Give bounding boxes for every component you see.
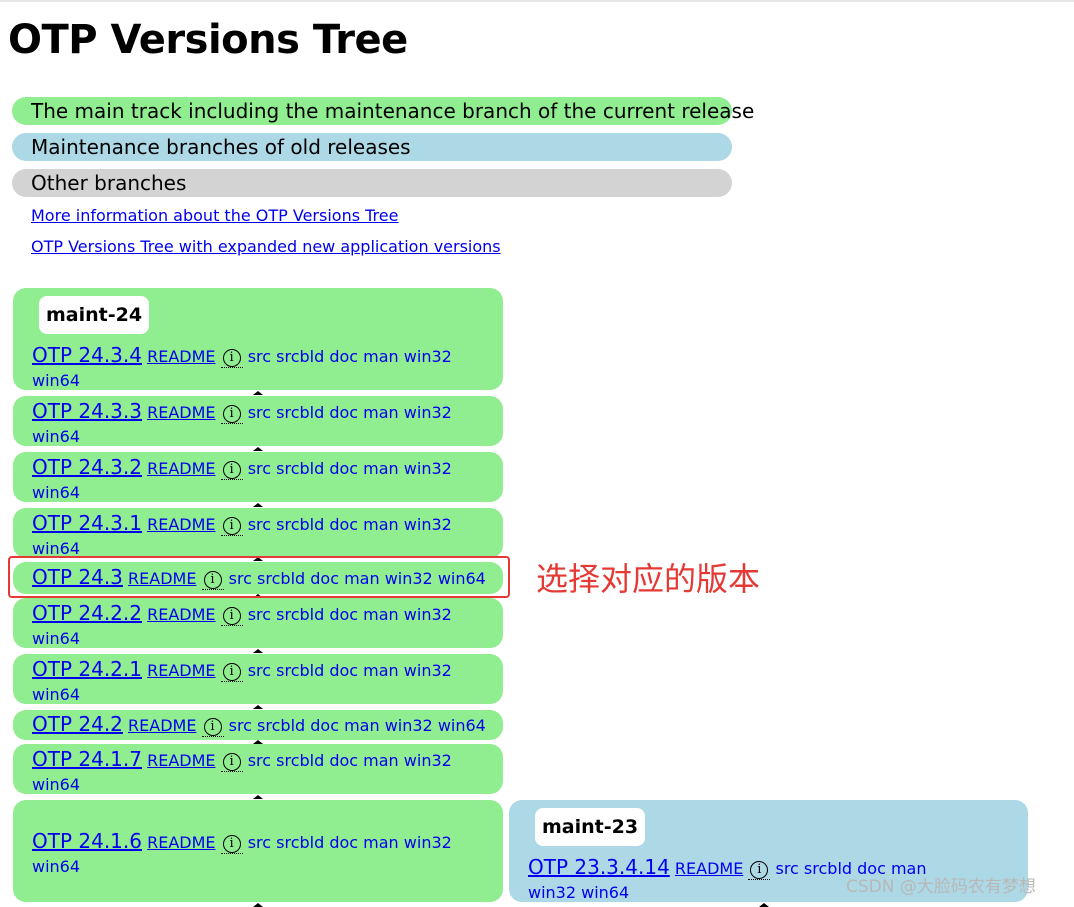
highlight-box [8,556,510,598]
expanded-tree-link[interactable]: OTP Versions Tree with expanded new appl… [31,237,501,256]
version-link[interactable]: OTP 24.1.7 [32,747,142,771]
tree-arrow [253,503,263,507]
release-entry: OTP 23.3.4.14 README i src srcbld doc ma… [528,855,978,905]
info-icon[interactable]: i [220,606,243,626]
tree-arrow [253,795,263,799]
download-links[interactable]: src srcbld doc man win32 win64 [32,605,452,648]
release-entry: OTP 24.3.3 README i src srcbld doc man w… [32,399,453,449]
release-entry: OTP 24.1.7 README i src srcbld doc man w… [32,747,453,797]
readme-link[interactable]: README [147,347,216,366]
release-entry: OTP 24.3.2 README i src srcbld doc man w… [32,455,453,505]
release-entry: OTP 24.2.2 README i src srcbld doc man w… [32,601,453,651]
readme-link[interactable]: README [147,661,216,680]
release-node: maint-24 OTP 24.3.4 README i src srcbld … [13,288,503,390]
version-link[interactable]: OTP 24.3.3 [32,399,142,423]
annotation-text: 选择对应的版本 [536,560,761,598]
version-link[interactable]: OTP 23.3.4.14 [528,855,670,879]
watermark: CSDN @大脸码农有梦想 [846,877,1036,897]
info-icon[interactable]: i [220,834,243,854]
branch-label: maint-24 [39,296,150,334]
version-link[interactable]: OTP 24.2.1 [32,657,142,681]
tree-arrow [253,705,263,709]
download-links[interactable]: src srcbld doc man win32 win64 [32,459,452,502]
version-link[interactable]: OTP 24.2.2 [32,601,142,625]
release-node: OTP 24.3.2 README i src srcbld doc man w… [13,452,503,502]
readme-link[interactable]: README [147,833,216,852]
download-links[interactable]: src srcbld doc man win32 win64 [228,569,486,588]
readme-link[interactable]: README [674,859,744,878]
readme-link[interactable]: README [147,751,216,770]
tree-arrow [759,903,769,907]
tree-arrow [253,649,263,653]
readme-link[interactable]: README [128,716,197,735]
release-entry: OTP 24.1.6 README i src srcbld doc man w… [32,829,453,879]
release-node: maint-23 OTP 23.3.4.14 README i src srcb… [509,800,1028,902]
version-link[interactable]: OTP 24.3.4 [32,343,142,367]
release-node: OTP 24.3.1 README i src srcbld doc man w… [13,508,503,558]
readme-link[interactable]: README [147,605,216,624]
legend-maintenance-old: Maintenance branches of old releases [12,133,732,161]
branch-label: maint-23 [535,808,646,846]
readme-link[interactable]: README [128,569,197,588]
download-links[interactable]: src srcbld doc man win32 win64 [32,347,452,390]
info-icon[interactable]: i [201,717,224,737]
download-links[interactable]: src srcbld doc man win32 win64 [32,833,452,876]
info-icon[interactable]: i [220,752,243,772]
info-icon[interactable]: i [748,860,771,880]
version-link[interactable]: OTP 24.3.2 [32,455,142,479]
info-icon[interactable]: i [220,404,243,424]
info-icon[interactable]: i [220,662,243,682]
readme-link[interactable]: README [147,459,216,478]
release-node: OTP 24.3 README i src srcbld doc man win… [13,562,503,594]
top-border [0,0,1074,2]
download-links[interactable]: src srcbld doc man win32 win64 [32,403,452,446]
release-node: OTP 24.2.1 README i src srcbld doc man w… [13,654,503,704]
legend-main-track: The main track including the maintenance… [12,97,754,125]
release-node: OTP 24.1.7 README i src srcbld doc man w… [13,744,503,794]
info-icon[interactable]: i [201,570,224,590]
download-links[interactable]: src srcbld doc man win32 win64 [528,859,927,902]
release-node: OTP 24.3.3 README i src srcbld doc man w… [13,396,503,446]
download-links[interactable]: src srcbld doc man win32 win64 [32,751,452,794]
version-link[interactable]: OTP 24.2 [32,712,123,736]
version-link[interactable]: OTP 24.3 [32,565,123,589]
release-node: OTP 24.2.2 README i src srcbld doc man w… [13,598,503,648]
legend-other-branches: Other branches [12,169,732,197]
more-info-link[interactable]: More information about the OTP Versions … [31,206,399,225]
info-icon[interactable]: i [220,348,243,368]
page-title: OTP Versions Tree [8,17,408,63]
release-node: OTP 24.1.6 README i src srcbld doc man w… [13,800,503,902]
download-links[interactable]: src srcbld doc man win32 win64 [32,515,452,558]
info-icon[interactable]: i [220,460,243,480]
version-link[interactable]: OTP 24.3.1 [32,511,142,535]
tree-arrow [253,447,263,451]
download-links[interactable]: src srcbld doc man win32 win64 [228,716,486,735]
release-entry: OTP 24.2 README i src srcbld doc man win… [32,712,493,738]
download-links[interactable]: src srcbld doc man win32 win64 [32,661,452,704]
tree-arrow [253,391,263,395]
tree-arrow [253,903,263,907]
release-entry: OTP 24.3.1 README i src srcbld doc man w… [32,511,453,561]
info-icon[interactable]: i [220,516,243,536]
readme-link[interactable]: README [147,403,216,422]
tree-arrow [253,557,263,561]
release-entry: OTP 24.2.1 README i src srcbld doc man w… [32,657,453,707]
readme-link[interactable]: README [147,515,216,534]
version-link[interactable]: OTP 24.1.6 [32,829,142,853]
release-entry: OTP 24.3 README i src srcbld doc man win… [32,565,493,591]
tree-arrow [253,740,263,744]
release-node: OTP 24.2 README i src srcbld doc man win… [13,710,503,740]
release-entry: OTP 24.3.4 README i src srcbld doc man w… [32,343,453,393]
